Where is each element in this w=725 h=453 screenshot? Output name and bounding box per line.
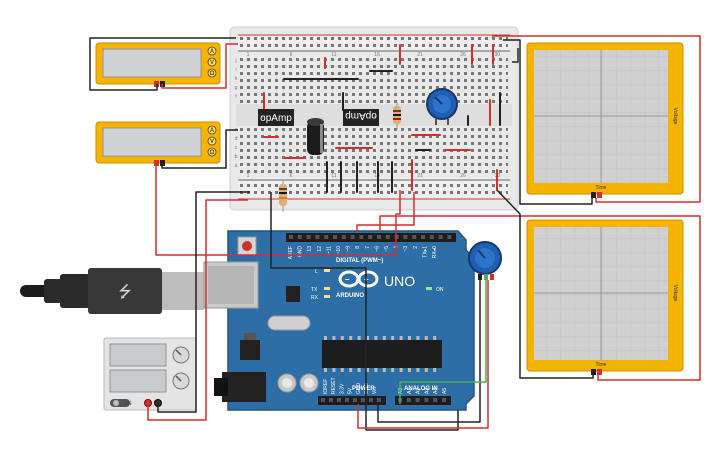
power-pin-label: 5V	[348, 387, 354, 394]
chip-label: opAmp	[345, 110, 377, 121]
power-pin-label: RESET	[331, 377, 337, 394]
resistor-2[interactable]	[279, 180, 287, 212]
psu-switch-label: ON	[124, 401, 132, 407]
scope-y-label: Voltage	[672, 285, 678, 302]
svg-text:–: –	[345, 275, 350, 284]
potentiometer-2[interactable]	[468, 241, 502, 280]
bb-col-label-top: 26	[460, 52, 466, 58]
digital-pin-label: TX▸1	[422, 246, 428, 258]
led-l-label: L	[315, 269, 318, 275]
analog-pin-label: A1	[407, 388, 413, 394]
chip-label: opAmp	[260, 113, 292, 124]
bb-row-label: a	[235, 163, 238, 169]
bb-col-label-bottom: 21	[417, 173, 423, 179]
multimeter-2[interactable]: A V Ω	[95, 121, 221, 166]
bb-col-label-top: 1	[247, 52, 250, 58]
bb-col-label-top: 21	[417, 52, 423, 58]
bb-row-label: i	[235, 67, 236, 73]
amp-button-label: A	[210, 49, 215, 55]
digital-header-label: DIGITAL (PWM~)	[336, 258, 383, 264]
capacitor[interactable]	[307, 118, 324, 155]
arduino-model-text: UNO	[384, 273, 415, 289]
power-pin-label: GND	[356, 383, 362, 395]
opamp-chip-1[interactable]: opAmp	[258, 109, 294, 126]
digital-pin-label: ~3	[403, 246, 409, 252]
ohm-button-label: Ω	[210, 71, 215, 77]
digital-pin-label: 7	[365, 246, 371, 249]
bb-row-label: f	[235, 94, 237, 100]
digital-pin-label: RX◂0	[432, 246, 438, 258]
usb-symbol-icon: ⭍	[118, 283, 131, 301]
bb-col-label-bottom: 6	[290, 173, 293, 179]
scope-x-label: Time	[596, 362, 607, 368]
power-supply[interactable]: ON	[103, 337, 197, 411]
bb-col-label-bottom: 1	[247, 173, 250, 179]
oscilloscope-1[interactable]: Time Voltage	[526, 42, 684, 198]
opamp-chip-2[interactable]: opAmp	[343, 109, 379, 126]
wires[interactable]	[89, 35, 701, 431]
volt-button-label: V	[210, 60, 214, 66]
led-on-label: ON	[436, 287, 444, 293]
usb-cable[interactable]: ⭍	[20, 268, 235, 314]
digital-pin-label: AREF	[288, 246, 294, 259]
bb-col-label-bottom: 26	[460, 173, 466, 179]
digital-pin-label: GND	[298, 246, 304, 258]
led-rx-label: RX	[311, 295, 319, 301]
digital-pin-label: ~6	[374, 246, 380, 252]
power-pin-label: IOREF	[323, 379, 329, 394]
analog-label: ANALOG IN	[404, 386, 438, 392]
power-label: POWER	[352, 386, 375, 392]
multimeter-1[interactable]: A V Ω	[95, 42, 221, 87]
arduino-uno[interactable]: – + ARDUINO UNO DIGITAL (PWM~) POWER ANA…	[203, 230, 475, 411]
resistor-1[interactable]	[393, 102, 401, 130]
bb-row-label: d	[235, 136, 238, 142]
bb-col-label-top: 11	[331, 52, 336, 58]
potentiometer-1[interactable]	[426, 88, 458, 125]
bb-col-label-top: 30	[495, 52, 501, 58]
bb-row-label: h	[235, 76, 238, 82]
bb-col-label-top: 6	[290, 52, 293, 58]
analog-pin-label: A4	[433, 388, 439, 394]
scope-y-label: Voltage	[672, 108, 678, 125]
volt-button-label: V	[210, 139, 214, 145]
digital-pin-label: 13	[307, 246, 313, 252]
breadboard-wires[interactable]	[263, 44, 501, 193]
oscilloscope-2[interactable]: Time Voltage	[526, 219, 684, 375]
bb-col-label-bottom: 11	[331, 173, 336, 179]
analog-pin-label: A0	[398, 388, 404, 394]
analog-pin-label: A3	[424, 388, 430, 394]
digital-pin-label: 2	[413, 246, 419, 249]
analog-pin-label: A5	[442, 388, 448, 394]
digital-pin-label: ~10	[336, 246, 342, 255]
bb-row-label: b	[235, 154, 238, 160]
bb-row-label: j	[234, 58, 236, 64]
bb-row-label: c	[235, 145, 238, 151]
power-pin-label: GND	[364, 383, 370, 395]
digital-pin-label: 12	[317, 246, 323, 252]
digital-pin-label: ~5	[384, 246, 390, 252]
bb-col-label-top: 16	[374, 52, 380, 58]
ohm-button-label: Ω	[210, 150, 215, 156]
arduino-brand-text: ARDUINO	[336, 293, 364, 299]
digital-pin-label: ~11	[326, 246, 332, 254]
digital-pin-label: ~9	[346, 246, 352, 252]
led-tx-label: TX	[311, 287, 318, 293]
analog-pin-label: A2	[416, 388, 422, 394]
power-pin-label: 3.3V	[339, 383, 345, 394]
digital-pin-label: 8	[355, 246, 361, 249]
bb-row-label: g	[235, 85, 238, 91]
scope-x-label: Time	[596, 185, 607, 191]
power-pin-label: Vin	[372, 387, 378, 394]
amp-button-label: A	[210, 128, 215, 134]
